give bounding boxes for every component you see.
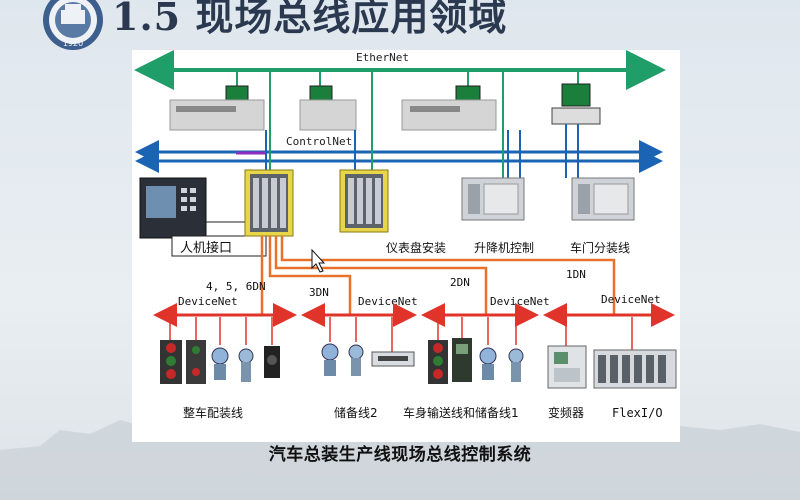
- workstation-1: [169, 72, 265, 131]
- door-line-cabinet: [571, 177, 635, 221]
- inverter-device: [547, 345, 587, 389]
- final-assembly-label: 整车配装线: [183, 405, 243, 420]
- devicenet-drop-lines: [260, 236, 616, 314]
- devicenet-label-3: DeviceNet: [490, 295, 550, 308]
- workstation-4: [551, 72, 601, 125]
- diagram-caption: 汽车总装生产线现场总线控制系统: [268, 445, 532, 465]
- devicenet-label-4: DeviceNet: [601, 293, 661, 306]
- devicenet-label-1: DeviceNet: [178, 295, 238, 308]
- hmi-label: 人机接口: [180, 240, 232, 256]
- body-conveyor-label: 车身输送线和储备线1: [403, 405, 519, 420]
- logo-year: 1920: [63, 39, 83, 48]
- lift-control-label: 升降机控制: [474, 241, 534, 255]
- lift-control-cabinet: [461, 177, 525, 221]
- workstation-3: [401, 72, 497, 131]
- plc-rack-main: [244, 169, 294, 237]
- workstation-2: [299, 72, 357, 131]
- mouse-cursor-icon: [311, 248, 326, 273]
- drop-label-2dn: 2DN: [450, 276, 470, 289]
- university-seal-icon: 1920: [43, 0, 103, 50]
- drop-label-456dn: 4, 5, 6DN: [206, 280, 266, 293]
- ethernet-label: EtherNet: [356, 51, 409, 64]
- final-assembly-devices: [160, 340, 280, 384]
- plc-rack-instrument: [339, 169, 389, 233]
- controlnet-drops: [265, 124, 579, 178]
- inverter-label: 变频器: [548, 405, 584, 420]
- instrument-panel-label: 仪表盘安装: [386, 240, 446, 255]
- storage-2-label: 储备线2: [334, 405, 378, 420]
- door-line-label: 车门分装线: [570, 240, 630, 255]
- field-device-drops: [169, 317, 633, 352]
- hmi-label-box: [171, 235, 267, 257]
- devicenet-label-2: DeviceNet: [358, 295, 418, 308]
- flex-io-device: [593, 349, 677, 389]
- drop-label-1dn: 1DN: [566, 268, 586, 281]
- drop-label-3dn: 3DN: [309, 286, 329, 299]
- hmi-terminal: [139, 177, 207, 239]
- flex-io-label: FlexI/O: [612, 406, 663, 420]
- body-conveyor-devices: [428, 338, 524, 384]
- controlnet-label: ControlNet: [286, 135, 352, 148]
- slide-title: 1.5 现场总线应用领域: [112, 0, 508, 39]
- storage-2-devices: [321, 343, 415, 376]
